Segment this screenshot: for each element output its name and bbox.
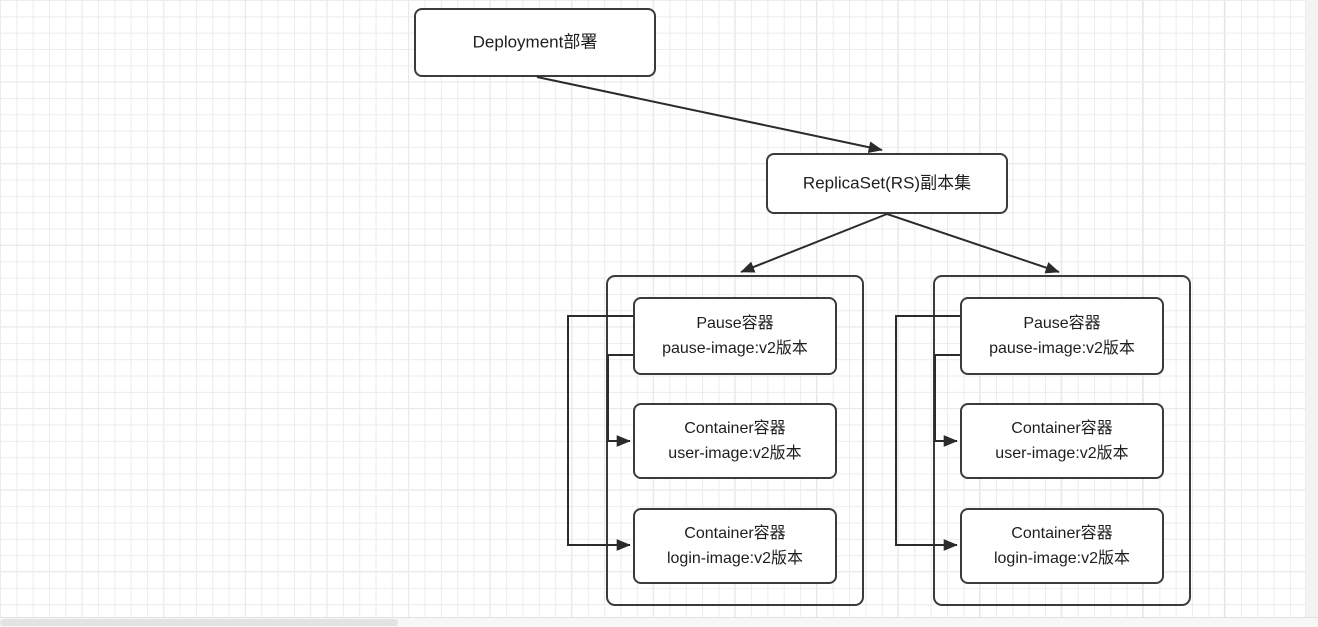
horizontal-scrollbar-thumb[interactable] — [0, 619, 398, 626]
edge-pod-right-pause-to-user — [934, 354, 961, 447]
pod-right-pause-line2: pause-image:v2版本 — [989, 339, 1135, 357]
pod-left-login-box[interactable] — [633, 508, 837, 584]
pod-left-pause-line1: Pause容器 — [696, 314, 773, 332]
node-deployment[interactable]: Deployment部署 — [414, 8, 656, 77]
pod-right-container-login[interactable]: Container容器 login-image:v2版本 — [960, 508, 1164, 584]
pod-left-login-line1: Container容器 — [684, 524, 785, 542]
horizontal-scrollbar[interactable] — [0, 617, 1318, 627]
pod-left-user-line2: user-image:v2版本 — [668, 444, 801, 462]
pod-right-user-line1: Container容器 — [1011, 419, 1112, 437]
edge-pod-left-pause-to-login — [567, 315, 634, 551]
edge-deployment-to-replicaset — [536, 76, 883, 153]
edge-pod-right-pause-to-login — [895, 315, 961, 551]
pod-right-login-line2: login-image:v2版本 — [994, 549, 1130, 567]
pod-left-user-box[interactable] — [633, 403, 837, 479]
pod-right[interactable]: Pause容器 pause-image:v2版本 Container容器 use… — [895, 275, 1191, 606]
pod-left[interactable]: Pause容器 pause-image:v2版本 Container容器 use… — [567, 275, 864, 606]
pod-left-pause-line2: pause-image:v2版本 — [662, 339, 808, 357]
replicaset-label: ReplicaSet(RS)副本集 — [803, 173, 971, 192]
pod-right-pause-box[interactable] — [960, 297, 1164, 375]
right-gutter — [1306, 0, 1318, 621]
pod-right-container-pause[interactable]: Pause容器 pause-image:v2版本 — [960, 297, 1164, 375]
pod-right-user-line2: user-image:v2版本 — [995, 444, 1128, 462]
pod-right-user-box[interactable] — [960, 403, 1164, 479]
pod-right-login-box[interactable] — [960, 508, 1164, 584]
edge-replicaset-to-pod-right — [886, 213, 1060, 274]
pod-right-container-user[interactable]: Container容器 user-image:v2版本 — [960, 403, 1164, 479]
deployment-box[interactable] — [414, 8, 656, 77]
edge-replicaset-to-pod-left — [740, 213, 888, 273]
replicaset-box[interactable] — [766, 153, 1008, 214]
pod-left-pause-box[interactable] — [633, 297, 837, 375]
deployment-label: Deployment部署 — [473, 32, 598, 51]
node-replicaset[interactable]: ReplicaSet(RS)副本集 — [766, 153, 1008, 214]
pod-left-container-login[interactable]: Container容器 login-image:v2版本 — [633, 508, 837, 584]
pod-left-container-pause[interactable]: Pause容器 pause-image:v2版本 — [633, 297, 837, 375]
pod-left-login-line2: login-image:v2版本 — [667, 549, 803, 567]
pod-right-pause-line1: Pause容器 — [1023, 314, 1100, 332]
pod-right-login-line1: Container容器 — [1011, 524, 1112, 542]
edge-pod-left-pause-to-user — [607, 354, 634, 447]
pod-left-container-user[interactable]: Container容器 user-image:v2版本 — [633, 403, 837, 479]
pod-left-user-line1: Container容器 — [684, 419, 785, 437]
